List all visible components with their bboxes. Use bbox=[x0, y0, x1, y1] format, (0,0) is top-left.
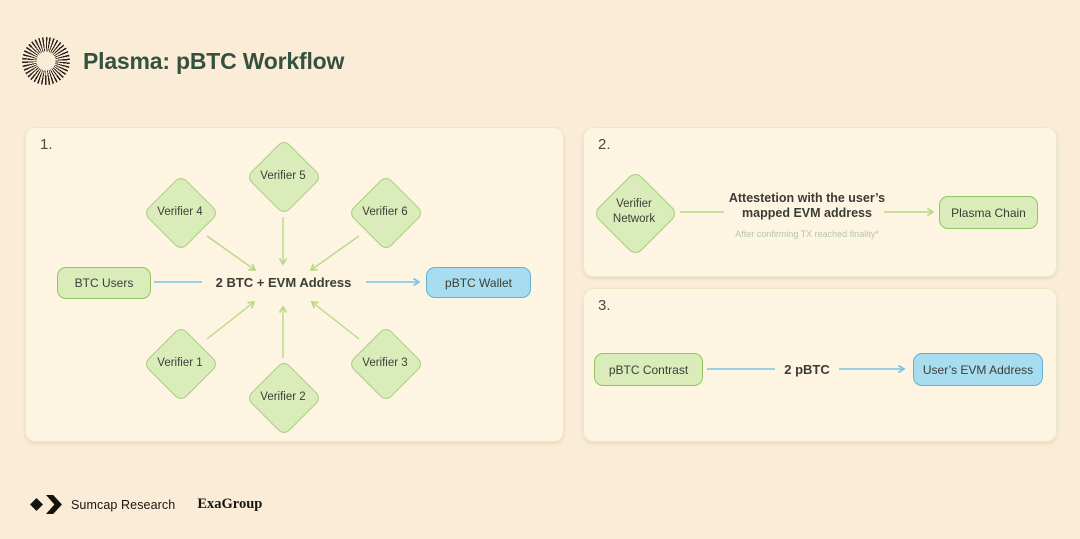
node-plasma-chain: Plasma Chain bbox=[939, 196, 1038, 229]
node-label: Verifier 3 bbox=[362, 356, 408, 369]
node-verifier-6: Verifier 6 bbox=[347, 174, 425, 252]
black-chevron-right-icon bbox=[46, 495, 62, 514]
node-verifier-3: Verifier 3 bbox=[347, 325, 425, 403]
black-diamond-icon bbox=[30, 498, 43, 511]
node-label: Verifier 5 bbox=[260, 169, 306, 182]
node-label: Verifier 4 bbox=[157, 205, 203, 218]
node-verifier-2: Verifier 2 bbox=[245, 359, 323, 437]
label-2pbtc: 2 pBTC bbox=[784, 361, 830, 377]
node-users-evm-address: User’s EVM Address bbox=[913, 353, 1043, 386]
page-title: Plasma: pBTC Workflow bbox=[83, 47, 345, 74]
node-verifier-1: Verifier 1 bbox=[142, 325, 220, 403]
label-attestation: Attestetion with the user’s mapped EVM a… bbox=[727, 191, 887, 221]
brand-sumcap-research: Sumcap Research bbox=[71, 497, 176, 512]
spiral-sunburst-icon bbox=[18, 33, 74, 89]
panel-step-3: 3. pBTC Contrast 2 pBTC User’s EVM Addre… bbox=[583, 288, 1057, 442]
step-number: 3. bbox=[598, 297, 611, 314]
label-btc-evm-address: 2 BTC + EVM Address bbox=[215, 275, 352, 290]
node-verifier-5: Verifier 5 bbox=[245, 138, 323, 216]
node-verifier-4: Verifier 4 bbox=[142, 174, 220, 252]
node-pbtc-contract: pBTC Contrast bbox=[594, 353, 703, 386]
node-label: Verifier 6 bbox=[362, 205, 408, 218]
node-btc-users: BTC Users bbox=[57, 267, 151, 299]
panel-step-1: 1. Verifier 4 Verifier 5 Verifier 6 Ver bbox=[25, 127, 564, 442]
attestation-line1: Attestetion with the user’s bbox=[728, 191, 886, 205]
step-number: 1. bbox=[40, 136, 53, 153]
node-label: Verifier 2 bbox=[260, 390, 306, 403]
panel-step-2: 2. Verifier Network Attestetion with the… bbox=[583, 127, 1057, 277]
footer: Sumcap Research ExaGroup bbox=[30, 495, 262, 514]
node-pbtc-wallet: pBTC Wallet bbox=[426, 267, 531, 298]
node-label: Verifier 1 bbox=[157, 356, 203, 369]
step-number: 2. bbox=[598, 136, 611, 153]
attestation-line2: mapped EVM address bbox=[742, 206, 872, 220]
node-verifier-network: Verifier Network bbox=[591, 169, 679, 257]
brand-exagroup: ExaGroup bbox=[197, 496, 263, 512]
node-label: Verifier Network bbox=[612, 198, 656, 225]
header: Plasma: pBTC Workflow bbox=[18, 33, 345, 89]
label-finality-note: After confirming TX reached finality* bbox=[735, 229, 879, 239]
